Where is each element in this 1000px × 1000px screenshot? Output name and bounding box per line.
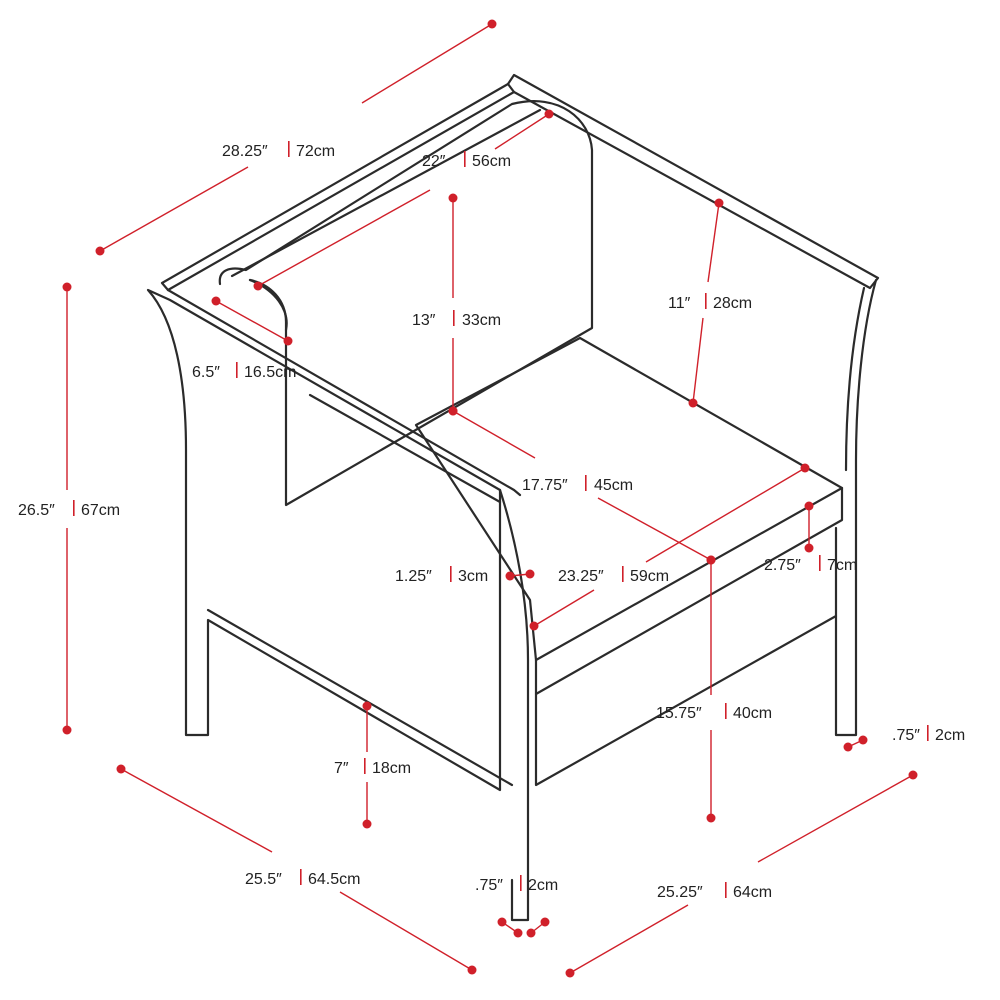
dim-label-cm: 33cm	[462, 312, 501, 329]
seat-front	[534, 486, 844, 696]
dim-label-cm: 67cm	[81, 502, 120, 519]
back-top-rail	[160, 82, 516, 292]
dim-label-cm: 45cm	[594, 477, 633, 494]
dim-label-cm: 16.5cm	[244, 364, 296, 381]
dim-label-cm: 2cm	[935, 727, 965, 744]
dim-label-inch: 23.25″	[558, 568, 604, 585]
dimension-arm-height: 11″ 28cm	[668, 198, 752, 408]
dimension-overall-width-top: 28.25″ 72cm	[95, 19, 497, 256]
dimension-overall-width-bottom: 25.25″ 64cm	[565, 770, 918, 978]
back-cushion-seam	[230, 108, 542, 278]
dim-label-inch: 17.75″	[522, 477, 568, 494]
left-arm-inner	[308, 393, 502, 504]
dimension-leg-thickness-front: .75″ 2cm	[475, 875, 558, 938]
dimension-cushion-thickness: 2.75″ 7cm	[764, 501, 857, 574]
dimension-seat-depth: 17.75″ 45cm	[448, 406, 716, 565]
back-cushion	[218, 100, 594, 507]
dim-label-inch: 1.25″	[395, 568, 432, 585]
dim-label-cm: 72cm	[296, 143, 335, 160]
dimension-bolster-depth: 6.5″ 16.5cm	[192, 296, 296, 381]
dimension-arm-thickness: 1.25″ 3cm	[395, 566, 535, 585]
dim-label-cm: 28cm	[713, 295, 752, 312]
dim-label-cm: 59cm	[630, 568, 669, 585]
right-top-rail	[506, 73, 880, 290]
dimension-leg-thickness-back: .75″ 2cm	[843, 725, 965, 752]
dimension-seat-width: 23.25″ 59cm	[529, 463, 810, 631]
seat-top	[414, 336, 844, 662]
dim-label-inch: 15.75″	[656, 705, 702, 722]
left-arm-outer	[146, 288, 502, 792]
dimension-overall-height: 26.5″ 67cm	[18, 282, 120, 735]
left-front-leg	[498, 488, 530, 922]
front-apron	[534, 526, 838, 787]
dim-label-inch: 25.25″	[657, 884, 703, 901]
right-arm-inner	[844, 286, 866, 472]
left-arm-top	[166, 288, 522, 497]
right-arm-outer	[834, 278, 878, 737]
dimension-cushion-length: 22″ 56cm	[253, 109, 554, 291]
dim-label-cm: 40cm	[733, 705, 772, 722]
dim-label-inch: 7″	[334, 760, 349, 777]
dim-label-cm: 2cm	[528, 877, 558, 894]
dim-label-inch: 22″	[422, 153, 446, 170]
dimension-overall-depth: 25.5″ 64.5cm	[116, 764, 477, 975]
dim-label-cm: 64.5cm	[308, 871, 360, 888]
dim-label-cm: 3cm	[458, 568, 488, 585]
dim-label-inch: 13″	[412, 312, 436, 329]
dim-label-inch: .75″	[892, 727, 920, 744]
dim-label-inch: 28.25″	[222, 143, 268, 160]
dim-label-inch: 2.75″	[764, 557, 801, 574]
dim-label-cm: 18cm	[372, 760, 411, 777]
chair-outline	[146, 73, 880, 922]
dim-label-inch: 6.5″	[192, 364, 220, 381]
left-lower-rail	[206, 608, 514, 787]
dim-label-inch: 11″	[668, 295, 691, 312]
dim-label-inch: 26.5″	[18, 502, 55, 519]
dim-label-inch: .75″	[475, 877, 503, 894]
dim-label-inch: 25.5″	[245, 871, 282, 888]
dim-label-cm: 56cm	[472, 153, 511, 170]
dimension-back-height: 13″ 33cm	[412, 193, 501, 416]
dim-label-cm: 64cm	[733, 884, 772, 901]
dim-label-cm: 7cm	[827, 557, 857, 574]
dimension-seat-height: 15.75″ 40cm	[656, 555, 772, 823]
dimension-leg-height: 7″ 18cm	[334, 701, 411, 829]
